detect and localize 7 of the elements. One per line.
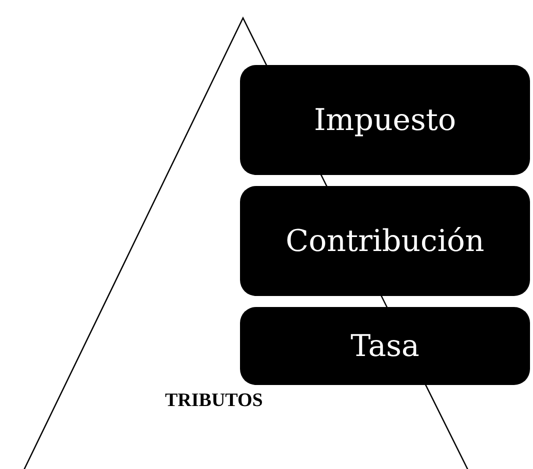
tier-box bbox=[240, 186, 530, 296]
pyramid-label: TRIBUTOS bbox=[165, 390, 263, 412]
tier-box bbox=[240, 65, 530, 175]
tier-label: Tasa bbox=[350, 328, 420, 364]
tier-box bbox=[240, 307, 530, 385]
tier-label: Impuesto bbox=[314, 102, 456, 138]
tier-label: Contribución bbox=[286, 224, 484, 258]
